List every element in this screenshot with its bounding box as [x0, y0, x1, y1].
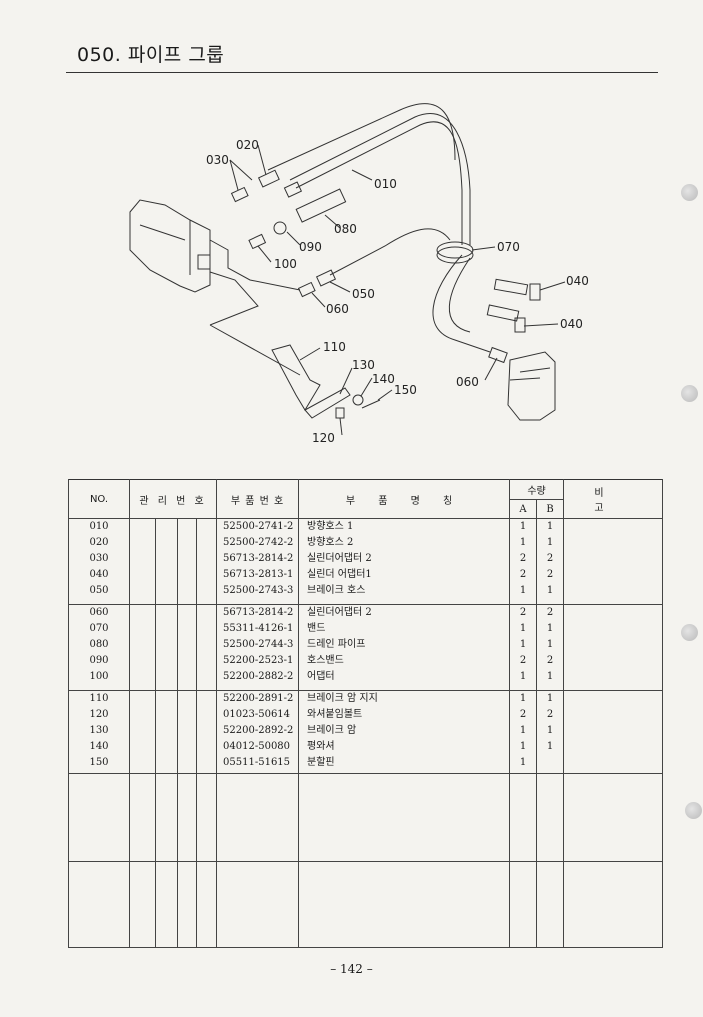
callout-100: 100	[274, 257, 297, 271]
binder-hole-1	[681, 184, 698, 201]
hose-lower	[432, 254, 491, 353]
parts-table: NO. 관 리 번 호 부 품 번 호 부 품 명 칭 수량 비 고 A B 0…	[68, 479, 664, 948]
binder-hole-2	[681, 385, 698, 402]
callout-050: 050	[352, 287, 375, 301]
header-part-name: 부 품 명 칭	[298, 479, 511, 519]
callout-060-lower: 060	[456, 375, 479, 389]
callout-040-upper: 040	[566, 274, 589, 288]
page-number: – 142 –	[330, 962, 373, 976]
hose-050	[329, 228, 451, 276]
callout-120: 120	[312, 431, 335, 445]
callout-070: 070	[497, 240, 520, 254]
callout-130: 130	[352, 358, 375, 372]
binder-hole-3	[681, 624, 698, 641]
header-no: NO.	[68, 479, 130, 519]
callout-030: 030	[206, 153, 229, 167]
header-remarks: 비 고	[563, 479, 664, 519]
callout-040-lower: 040	[560, 317, 583, 331]
table-row-empty-2	[68, 861, 664, 948]
hose-020	[267, 103, 456, 171]
table-row-empty-1	[68, 773, 664, 862]
callout-080: 080	[334, 222, 357, 236]
header-qty: 수량	[509, 479, 565, 500]
callout-110: 110	[323, 340, 346, 354]
callout-020: 020	[236, 138, 259, 152]
header-qty-a: A	[509, 499, 538, 519]
hose-010-inner	[289, 113, 471, 245]
header-management-no: 관 리 번 호	[128, 479, 218, 519]
callout-090: 090	[299, 240, 322, 254]
callout-140: 140	[372, 372, 395, 386]
header-part-no: 부 품 번 호	[216, 479, 300, 519]
page-title: 050. 파이프 그룹	[77, 44, 225, 66]
binder-hole-4	[685, 802, 702, 819]
callout-060-upper: 060	[326, 302, 349, 316]
title-rule	[66, 72, 658, 73]
parts-diagram: 020 030 010 080 090 100 050 060 070 040 …	[129, 103, 589, 445]
callout-010: 010	[374, 177, 397, 191]
header-qty-b: B	[536, 499, 565, 519]
callout-150: 150	[394, 383, 417, 397]
